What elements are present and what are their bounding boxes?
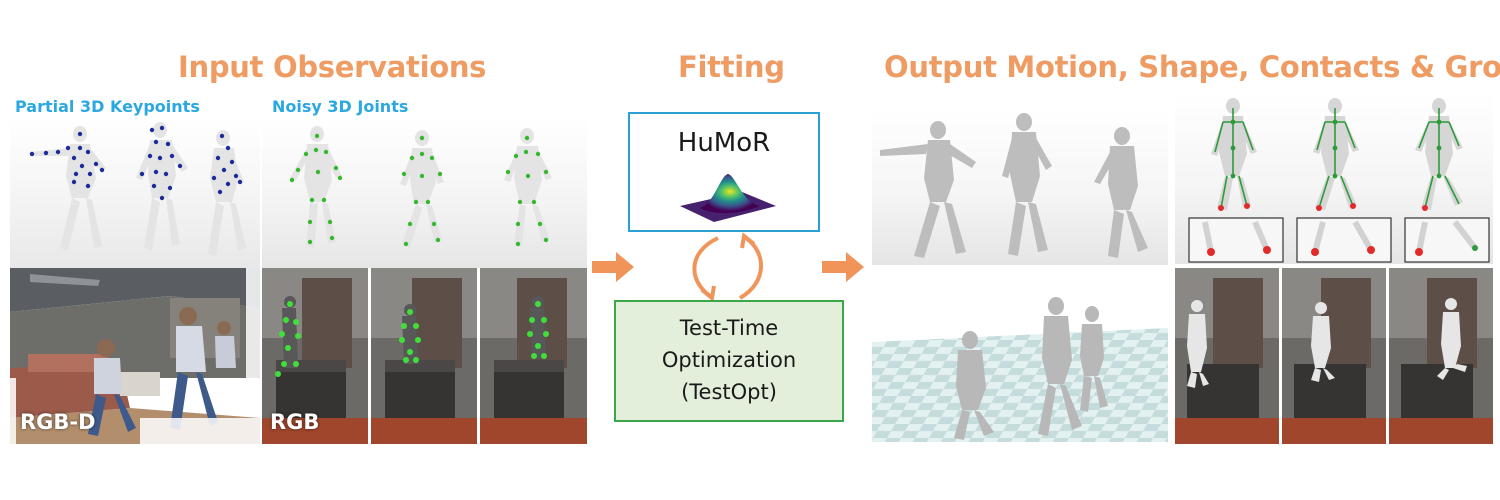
humor-title: HuMoR <box>677 128 771 158</box>
video-frame <box>262 268 368 444</box>
body-mesh <box>954 297 1108 440</box>
body-mesh <box>880 113 1148 258</box>
joint-markers <box>1230 119 1442 179</box>
fitting-heading: Fitting <box>678 50 785 84</box>
joint-markers <box>275 301 549 377</box>
video-frame <box>1389 268 1493 444</box>
noisy-joints-label: Noisy 3D Joints <box>272 97 409 116</box>
video-frame <box>1175 268 1279 444</box>
humor-prior-box: HuMoR <box>628 112 820 232</box>
body-mesh <box>1187 298 1467 388</box>
contact-zoom-inset <box>1188 217 1284 263</box>
video-frame <box>371 268 477 444</box>
testopt-box: Test-Time Optimization (TestOpt) <box>614 300 844 422</box>
rgb-label: RGB <box>270 410 320 434</box>
rgbd-label: RGB-D <box>20 410 96 434</box>
testopt-line-3: (TestOpt) <box>681 380 777 404</box>
right-arrow-icon <box>592 252 634 282</box>
joint-markers <box>289 133 549 247</box>
contact-zoom-inset <box>1404 217 1490 263</box>
video-frame <box>1282 268 1386 444</box>
cycle-arrows-icon <box>692 232 763 302</box>
noisy-joints-panel <box>262 118 587 268</box>
partial-keypoints-label: Partial 3D Keypoints <box>15 97 200 116</box>
output-motion-panel <box>872 110 1168 265</box>
input-observations-heading: Input Observations <box>178 50 487 84</box>
testopt-line-2: Optimization <box>661 348 797 372</box>
contact-markers <box>1218 203 1428 211</box>
person-figure <box>88 307 236 436</box>
rgbd-pointcloud-panel: RGB-D <box>10 268 260 444</box>
gaussian-surface-icon <box>680 174 776 222</box>
output-rgb-panel <box>1175 268 1493 444</box>
testopt-line-1: Test-Time <box>679 316 779 340</box>
partial-keypoints-panel <box>10 118 260 268</box>
contacts-panel <box>1175 92 1493 264</box>
right-arrow-icon <box>822 252 864 282</box>
contact-zoom-inset <box>1296 217 1392 263</box>
ground-plane-panel <box>872 270 1168 442</box>
rgb-frames-panel: RGB <box>262 268 587 444</box>
output-heading: Output Motion, Shape, Contacts & Ground <box>884 50 1500 84</box>
keypoint-markers <box>29 125 243 201</box>
